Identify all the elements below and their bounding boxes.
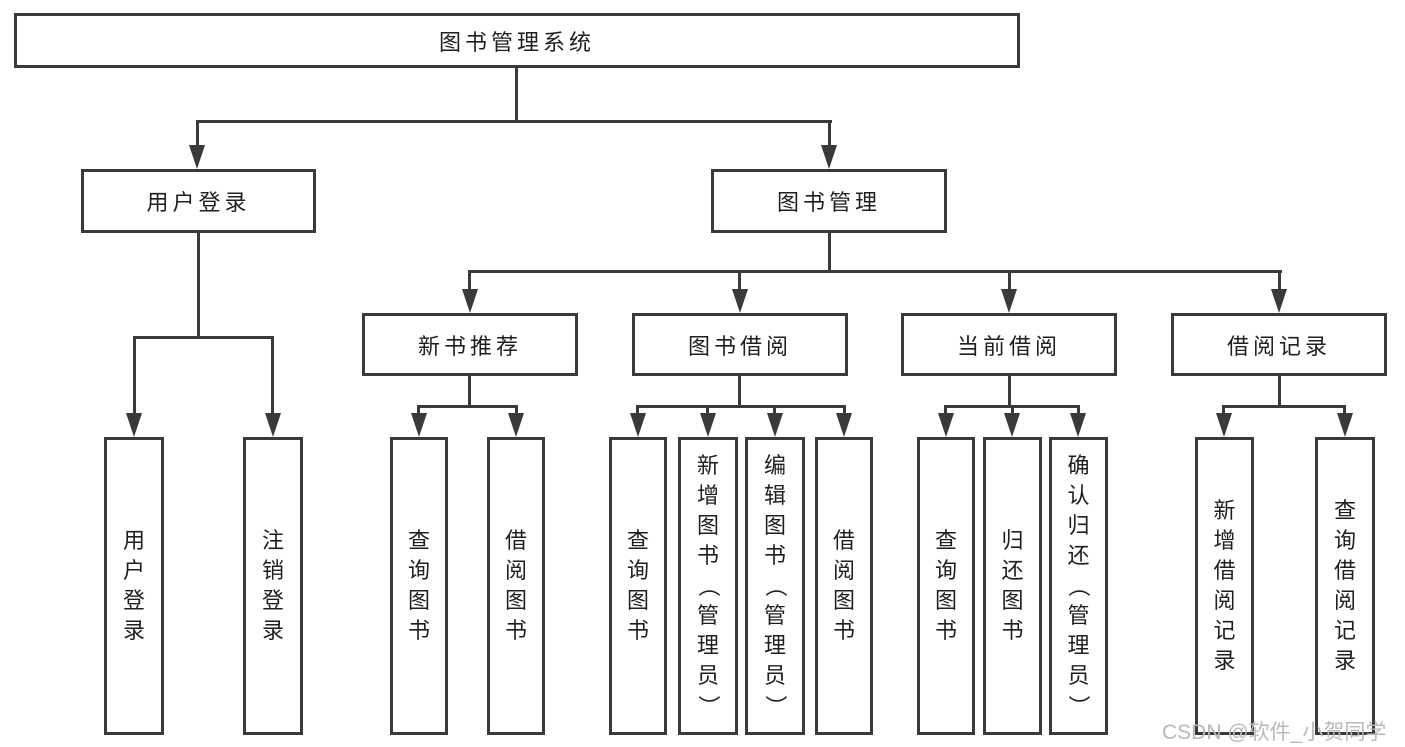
edge-drop-leaf [133,336,136,415]
arrow-down-icon [732,289,748,313]
edge-user-login-stem [197,233,200,337]
edge-book-mgmt-stem [828,233,831,271]
csdn-watermark: CSDN @软件_小贺同学 [1162,721,1387,744]
arrow-down-icon [1337,413,1353,437]
arrow-down-icon [1004,413,1020,437]
arrow-down-icon [630,413,646,437]
node-borrow-records-label: 借阅记录 [1226,333,1331,359]
node-new-book-label: 新书推荐 [417,333,522,359]
edge-drop-leaf [271,336,274,415]
leaf-user-login: 用户登录 [104,437,164,735]
edge-borrow-records-stem [1278,376,1281,406]
edge-book-mgmt-bar [468,270,1282,273]
node-root: 图书管理系统 [14,13,1020,68]
edge-drop-leaf [843,405,846,415]
edge-drop-current-borrow [1008,270,1011,291]
node-borrow-records: 借阅记录 [1171,313,1387,376]
edge-drop-leaf [417,405,420,415]
edge-new-book-bar [417,405,518,408]
leaf-query-books-borrow: 查询图书 [609,437,667,735]
leaf-borrow-books-newbook: 借阅图书 [487,437,545,735]
arrow-down-icon [508,413,524,437]
edge-book-borrow-stem [738,376,741,406]
arrow-down-icon [821,145,837,169]
arrow-down-icon [462,289,478,313]
arrow-down-icon [1070,413,1086,437]
leaf-query-books-newbook: 查询图书 [390,437,448,735]
arrow-down-icon [1001,289,1017,313]
node-book-mgmt-label: 图书管理 [776,190,881,215]
arrow-down-icon [1216,413,1232,437]
edge-drop-leaf [706,405,709,415]
edge-drop-borrow-records [1278,270,1281,291]
edge-root-stem [515,68,518,121]
edge-drop-leaf [1343,405,1346,415]
node-book-mgmt: 图书管理 [711,169,947,233]
node-book-borrow-label: 图书借阅 [687,333,792,359]
edge-root-bar [196,120,832,123]
node-user-login-label: 用户登录 [146,190,251,215]
arrow-down-icon [411,413,427,437]
leaf-edit-books-admin: 编辑图书（管理员） [745,437,805,735]
node-current-borrow-label: 当前借阅 [956,333,1061,359]
node-new-book: 新书推荐 [362,313,578,376]
arrow-down-icon [767,413,783,437]
edge-drop-leaf [1077,405,1080,415]
edge-drop-leaf [1222,405,1225,415]
arrow-down-icon [1271,289,1287,313]
node-current-borrow: 当前借阅 [901,313,1117,376]
leaf-query-books-current: 查询图书 [917,437,975,735]
edge-drop-leaf [636,405,639,415]
leaf-logout: 注销登录 [243,437,303,735]
arrow-down-icon [265,413,281,437]
edge-book-borrow-bar [636,405,846,408]
leaf-add-borrow-record: 新增借阅记录 [1195,437,1254,735]
edge-drop-leaf [1011,405,1014,415]
edge-drop-user-login [196,120,199,148]
edge-drop-book-mgmt [828,120,831,148]
edge-drop-leaf [515,405,518,415]
edge-current-borrow-stem [1008,376,1011,406]
leaf-add-books-admin: 新增图书（管理员） [678,437,738,735]
leaf-confirm-return-admin: 确认归还（管理员） [1049,437,1108,735]
edge-drop-book-borrow [738,270,741,291]
leaf-return-books: 归还图书 [983,437,1042,735]
edge-user-login-bar [133,336,274,339]
node-user-login: 用户登录 [81,169,316,233]
leaf-borrow-books-borrow: 借阅图书 [815,437,873,735]
arrow-down-icon [700,413,716,437]
arrow-down-icon [126,413,142,437]
edge-drop-leaf [773,405,776,415]
leaf-query-borrow-record: 查询借阅记录 [1315,437,1375,735]
edge-drop-new-book [468,270,471,291]
node-root-label: 图书管理系统 [438,29,595,55]
edge-borrow-records-bar [1222,405,1346,408]
arrow-down-icon [938,413,954,437]
edge-new-book-stem [468,376,471,406]
arrow-down-icon [836,413,852,437]
node-book-borrow: 图书借阅 [632,313,848,376]
edge-drop-leaf [944,405,947,415]
arrow-down-icon [189,145,205,169]
